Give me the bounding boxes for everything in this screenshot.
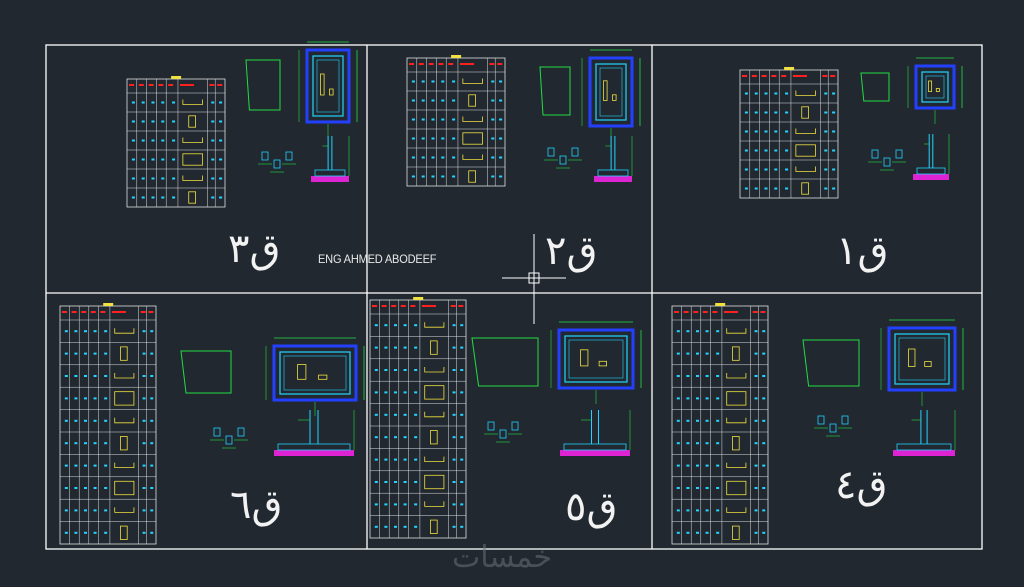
footing-section-q5: [560, 410, 631, 456]
rebar-details-q5: [484, 421, 522, 443]
panel-label-q5: ق٥: [565, 484, 618, 530]
schedule-table-q3: [126, 76, 226, 208]
footing-section-q3: [311, 136, 350, 182]
footing-section-q1: [913, 134, 950, 180]
footing-section-q4: [893, 410, 956, 456]
schedule-table-q1: [739, 67, 839, 199]
panel-label-q2: ق٢: [545, 228, 598, 274]
footing-plan-q1: [907, 57, 963, 124]
panel-label-q4: ق٤: [835, 462, 888, 508]
schedule-table-q6: [59, 303, 157, 545]
watermark-logo: خمسات: [452, 540, 553, 575]
rebar-details-q3: [258, 151, 296, 173]
panel-label-q1: ق١: [836, 228, 889, 274]
footing-outline-q4: [802, 339, 860, 387]
panel-label-q6: ق٦: [230, 482, 283, 528]
footing-plan-q4: [880, 319, 964, 406]
footing-section-q6: [274, 410, 355, 456]
footing-plan-q3: [298, 41, 358, 138]
footing-outline-q2: [539, 66, 571, 116]
schedule-table-q4: [671, 303, 769, 545]
rebar-details-q6: [210, 427, 248, 449]
rebar-details-q4: [814, 415, 852, 437]
footing-plan-q2: [581, 49, 641, 142]
rebar-details-q1: [868, 149, 906, 171]
footing-plan-q5: [550, 321, 642, 404]
footing-plan-q6: [265, 337, 365, 416]
sheet-frame: [45, 44, 983, 550]
panel-label-q3: ق٣: [228, 226, 281, 272]
author-label: ENG AHMED ABODEEF: [318, 252, 437, 266]
crosshair-cursor: [502, 234, 566, 324]
rebar-details-q2: [544, 147, 582, 169]
footing-outline-q6: [180, 350, 232, 394]
schedule-table-q5: [369, 297, 467, 539]
schedule-table-q2: [406, 55, 506, 187]
footing-outline-q3: [245, 59, 281, 111]
footing-outline-q1: [860, 72, 890, 102]
footing-outline-q5: [471, 337, 539, 387]
footing-section-q2: [594, 136, 633, 182]
